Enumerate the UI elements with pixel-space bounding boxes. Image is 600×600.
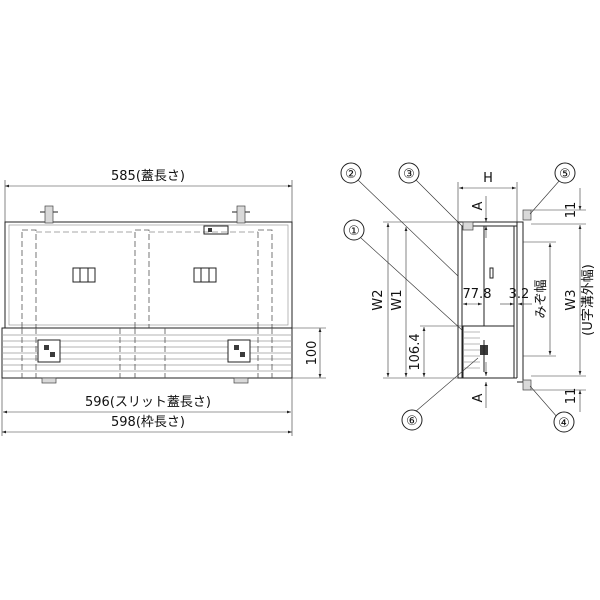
lid-mark-right [193, 267, 217, 283]
dim-3-2-label: 3.2 [509, 287, 530, 302]
lid-section [483, 225, 515, 327]
bottom-bolt-right [233, 377, 249, 384]
callout-5: ⑤ [554, 162, 576, 184]
callout-6: ⑥ [401, 409, 423, 431]
lid-inner-border [8, 224, 289, 326]
slit-lid-section [462, 325, 515, 379]
svg-text:⑤: ⑤ [559, 167, 571, 182]
callout-2-leader [357, 179, 459, 277]
W2-label: W2 [371, 289, 386, 310]
top-bolt-left [40, 205, 58, 224]
u-outer-width-label: (U字溝外幅) [581, 264, 596, 336]
slit-bolt-right [227, 339, 251, 363]
svg-text:⑥: ⑥ [406, 414, 418, 429]
side-view: H A [340, 162, 596, 433]
hidden-support-right [257, 229, 273, 329]
frame-length-label: 598(枠長さ) [111, 415, 185, 430]
W1-label: W1 [390, 289, 405, 310]
top-bar-section [462, 221, 474, 231]
callout-4: ④ [553, 411, 575, 433]
lift-handle [203, 225, 229, 235]
callout-1-leader [360, 237, 463, 331]
A-bottom-label: A [471, 393, 486, 402]
slit-lid-length-label: 596(スリット蓋長さ) [85, 395, 211, 410]
svg-text:①: ① [348, 224, 360, 239]
gutter-bracket [517, 221, 524, 383]
slit-bolt-left [37, 339, 61, 363]
handle-section [489, 267, 494, 279]
callout-3: ③ [398, 162, 420, 184]
A-top-label: A [471, 201, 486, 210]
bottom-bolt-left [41, 377, 57, 384]
callout-2: ② [340, 162, 362, 184]
dim-11-bottom-label: 11 [564, 388, 579, 405]
callout-3-leader [415, 179, 463, 227]
lid-mark-left [72, 267, 96, 283]
callout-4-leader [529, 385, 559, 419]
callout-1: ① [343, 219, 365, 241]
H-label: H [483, 171, 493, 186]
bottom-bolt-side [522, 379, 532, 391]
dim-77-8-label: 77.8 [463, 287, 492, 302]
svg-text:③: ③ [403, 167, 415, 182]
gutter-width-label: みぞ幅 [534, 279, 549, 318]
W3-label: W3 [564, 289, 579, 310]
dim-11-top-label: 11 [564, 202, 579, 219]
hidden-support-left [21, 229, 37, 329]
top-bolt-right [232, 205, 250, 224]
svg-text:②: ② [345, 167, 357, 182]
top-bolt-side [522, 209, 532, 221]
lift-handle-pin [208, 228, 212, 232]
lid-outline [4, 221, 293, 329]
callout-5-leader [529, 179, 561, 215]
svg-text:④: ④ [558, 416, 570, 431]
hidden-support-center [134, 229, 150, 329]
callout-6-leader [414, 357, 479, 413]
front-view: 585(蓋長さ) [1, 169, 326, 436]
height-100-label: 100 [305, 341, 320, 366]
lid-length-label: 585(蓋長さ) [111, 169, 185, 184]
dim-106-4-label: 106.4 [408, 333, 423, 370]
